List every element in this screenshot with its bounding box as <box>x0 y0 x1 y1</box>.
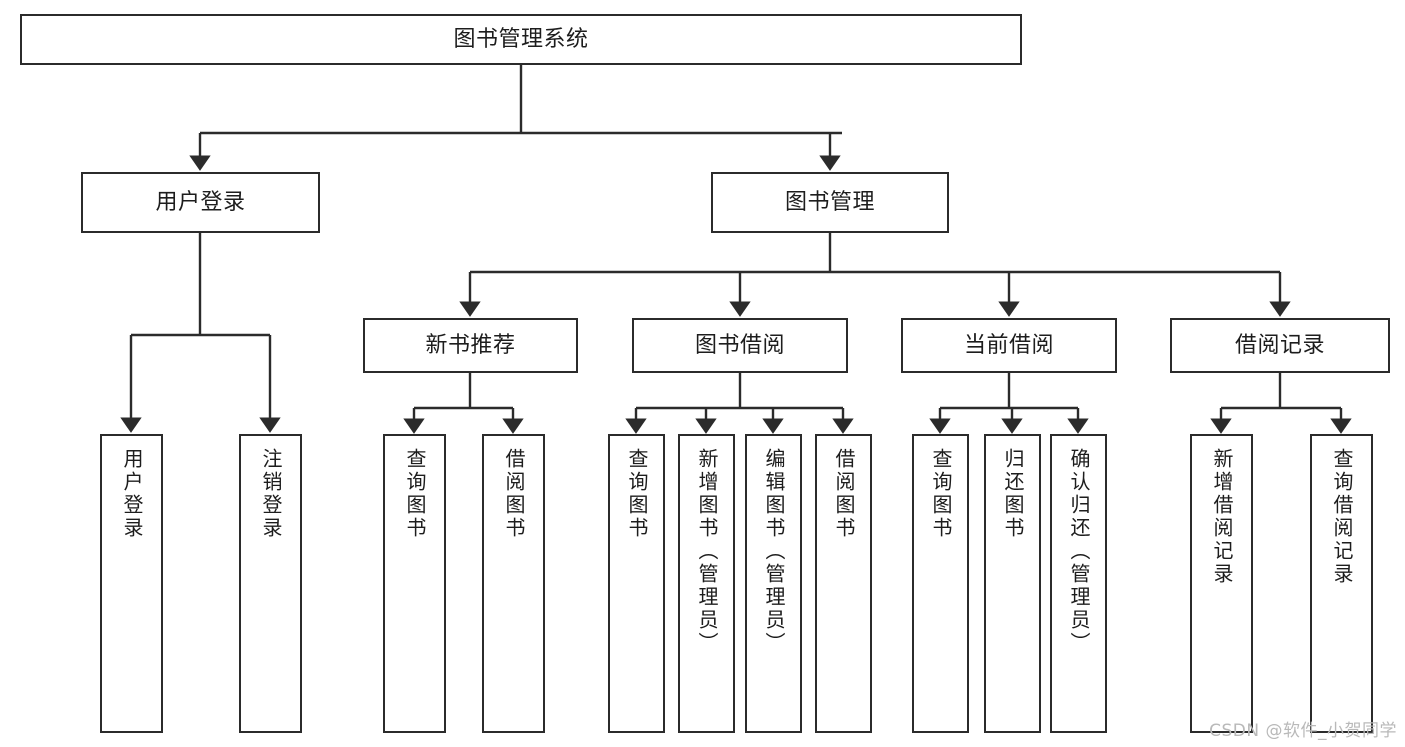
node-leaf-user-logout-label: 注销登录 <box>259 448 283 540</box>
node-borrow-record-label: 借阅记录 <box>1234 332 1325 358</box>
node-leaf-cb-query-label: 查询图书 <box>929 448 953 540</box>
node-leaf-cb-query[interactable]: 查询图书 <box>912 434 969 733</box>
node-leaf-bb-edit-label: 编辑图书（管理员） <box>762 448 786 655</box>
node-leaf-br-query-label: 查询借阅记录 <box>1330 448 1354 586</box>
node-leaf-br-query[interactable]: 查询借阅记录 <box>1310 434 1373 733</box>
node-leaf-user-login[interactable]: 用户登录 <box>100 434 163 733</box>
node-leaf-bb-borrow[interactable]: 借阅图书 <box>815 434 872 733</box>
node-root-label: 图书管理系统 <box>453 26 589 52</box>
node-leaf-bb-query-label: 查询图书 <box>625 448 649 540</box>
node-new-book-rec[interactable]: 新书推荐 <box>363 318 578 373</box>
node-new-book-rec-label: 新书推荐 <box>425 332 516 358</box>
node-leaf-cb-return[interactable]: 归还图书 <box>984 434 1041 733</box>
node-user-login-label: 用户登录 <box>155 189 246 215</box>
node-leaf-bb-borrow-label: 借阅图书 <box>832 448 856 540</box>
node-book-borrow-label: 图书借阅 <box>694 332 785 358</box>
node-book-borrow[interactable]: 图书借阅 <box>632 318 848 373</box>
node-book-manage-label: 图书管理 <box>784 189 875 215</box>
node-leaf-br-add-label: 新增借阅记录 <box>1210 448 1234 586</box>
node-leaf-user-login-label: 用户登录 <box>120 448 144 540</box>
node-borrow-record[interactable]: 借阅记录 <box>1170 318 1390 373</box>
node-leaf-cb-confirm-label: 确认归还（管理员） <box>1067 448 1091 655</box>
node-leaf-cb-return-label: 归还图书 <box>1001 448 1025 540</box>
node-user-login[interactable]: 用户登录 <box>81 172 320 233</box>
node-current-borrow-label: 当前借阅 <box>963 332 1054 358</box>
node-current-borrow[interactable]: 当前借阅 <box>901 318 1117 373</box>
node-leaf-cb-confirm[interactable]: 确认归还（管理员） <box>1050 434 1107 733</box>
node-root[interactable]: 图书管理系统 <box>20 14 1022 65</box>
node-leaf-bb-edit[interactable]: 编辑图书（管理员） <box>745 434 802 733</box>
node-leaf-br-add[interactable]: 新增借阅记录 <box>1190 434 1253 733</box>
node-leaf-bb-add-label: 新增图书（管理员） <box>695 448 719 655</box>
watermark-text: CSDN @软件_小贺同学 <box>1209 721 1397 741</box>
node-leaf-user-logout[interactable]: 注销登录 <box>239 434 302 733</box>
node-book-manage[interactable]: 图书管理 <box>711 172 949 233</box>
node-leaf-rec-borrow-label: 借阅图书 <box>502 448 526 540</box>
node-leaf-rec-query-label: 查询图书 <box>403 448 427 540</box>
node-leaf-rec-query[interactable]: 查询图书 <box>383 434 446 733</box>
node-leaf-rec-borrow[interactable]: 借阅图书 <box>482 434 545 733</box>
node-leaf-bb-add[interactable]: 新增图书（管理员） <box>678 434 735 733</box>
node-leaf-bb-query[interactable]: 查询图书 <box>608 434 665 733</box>
